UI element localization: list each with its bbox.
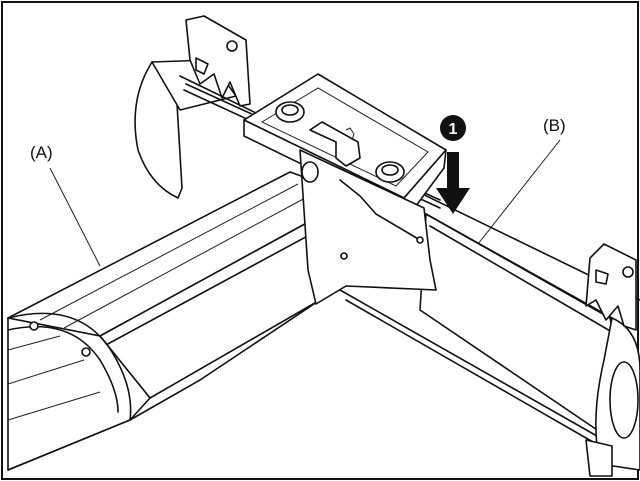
beam-a bbox=[7, 171, 369, 471]
down-arrow-icon bbox=[436, 152, 470, 214]
callout-a: (A) bbox=[30, 143, 101, 267]
crossbar-b bbox=[339, 213, 640, 477]
step-marker: 1 bbox=[440, 115, 466, 141]
label-b: (B) bbox=[543, 116, 566, 135]
bolt-left bbox=[275, 101, 305, 123]
bolt-right bbox=[375, 161, 405, 183]
label-a: (A) bbox=[30, 143, 53, 162]
center-bracket bbox=[243, 73, 447, 305]
step-number: 1 bbox=[449, 121, 458, 138]
callout-b: (B) bbox=[477, 116, 566, 245]
